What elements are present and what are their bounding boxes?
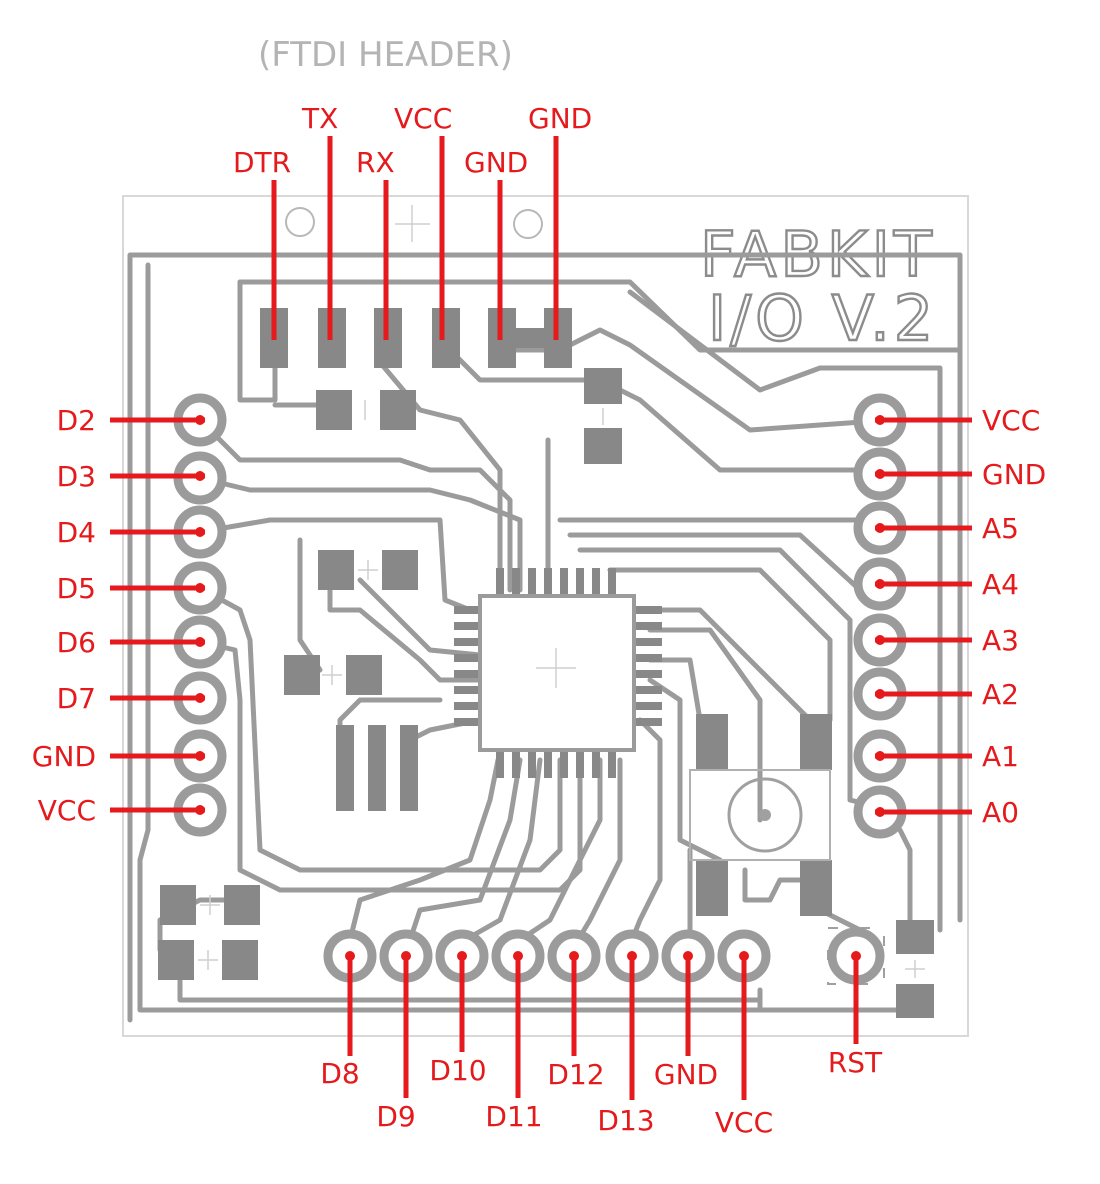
bottom-pin-label: VCC	[715, 1106, 773, 1139]
right-pin-label: A4	[982, 568, 1019, 601]
ftdi-pin-label: TX	[301, 102, 338, 135]
right-pin-label: A1	[982, 740, 1019, 773]
left-pin-label: D2	[57, 404, 96, 437]
ftdi-pin-label: DTR	[233, 146, 291, 179]
mounting-holes	[285, 205, 543, 242]
pin-markers	[195, 415, 885, 961]
bottom-pin-label: GND	[654, 1058, 718, 1091]
left-pin-label: VCC	[38, 794, 96, 827]
left-pin-label: D6	[57, 626, 96, 659]
left-pin-label: GND	[32, 740, 96, 773]
ftdi-pin-label: GND	[528, 102, 592, 135]
left-pin-label: D4	[57, 516, 96, 549]
left-pin-labels: D2 D3 D4 D5 D6 D7 GND VCC	[32, 404, 205, 827]
ftdi-pin-label: GND	[464, 146, 528, 179]
left-pin-label: D7	[57, 682, 96, 715]
bottom-pin-label: D13	[597, 1104, 654, 1137]
right-pin-label: A2	[982, 678, 1019, 711]
bottom-pin-label: D9	[376, 1100, 415, 1133]
left-pin-label: D3	[57, 460, 96, 493]
ftdi-header-caption: (FTDI HEADER)	[258, 35, 513, 75]
left-pin-label: D5	[57, 572, 96, 605]
ftdi-pin-label: VCC	[394, 102, 452, 135]
bottom-pin-labels: D8 D9 D10 D11 D12 D13 GND VCC RST	[320, 952, 883, 1139]
bottom-pin-label: D10	[429, 1054, 486, 1087]
bottom-pin-label: D11	[485, 1100, 542, 1133]
smd-components	[158, 368, 934, 1018]
microcontroller-chip	[454, 568, 662, 778]
right-pin-label: A0	[982, 796, 1019, 829]
right-pin-label: A5	[982, 512, 1019, 545]
bottom-pin-label: D8	[320, 1057, 359, 1090]
right-pin-label: VCC	[982, 404, 1040, 437]
ftdi-pin-label: RX	[356, 146, 395, 179]
reset-pin-label: RST	[828, 1046, 883, 1079]
right-pin-label: GND	[982, 458, 1046, 491]
bottom-pin-label: D12	[547, 1058, 604, 1091]
brand-version: I/O V.2	[708, 282, 937, 355]
right-pin-labels: VCC GND A5 A4 A3 A2 A1 A0	[875, 404, 1046, 829]
ftdi-pin-labels: DTR TX RX VCC GND GND	[233, 102, 592, 340]
right-pin-label: A3	[982, 624, 1019, 657]
